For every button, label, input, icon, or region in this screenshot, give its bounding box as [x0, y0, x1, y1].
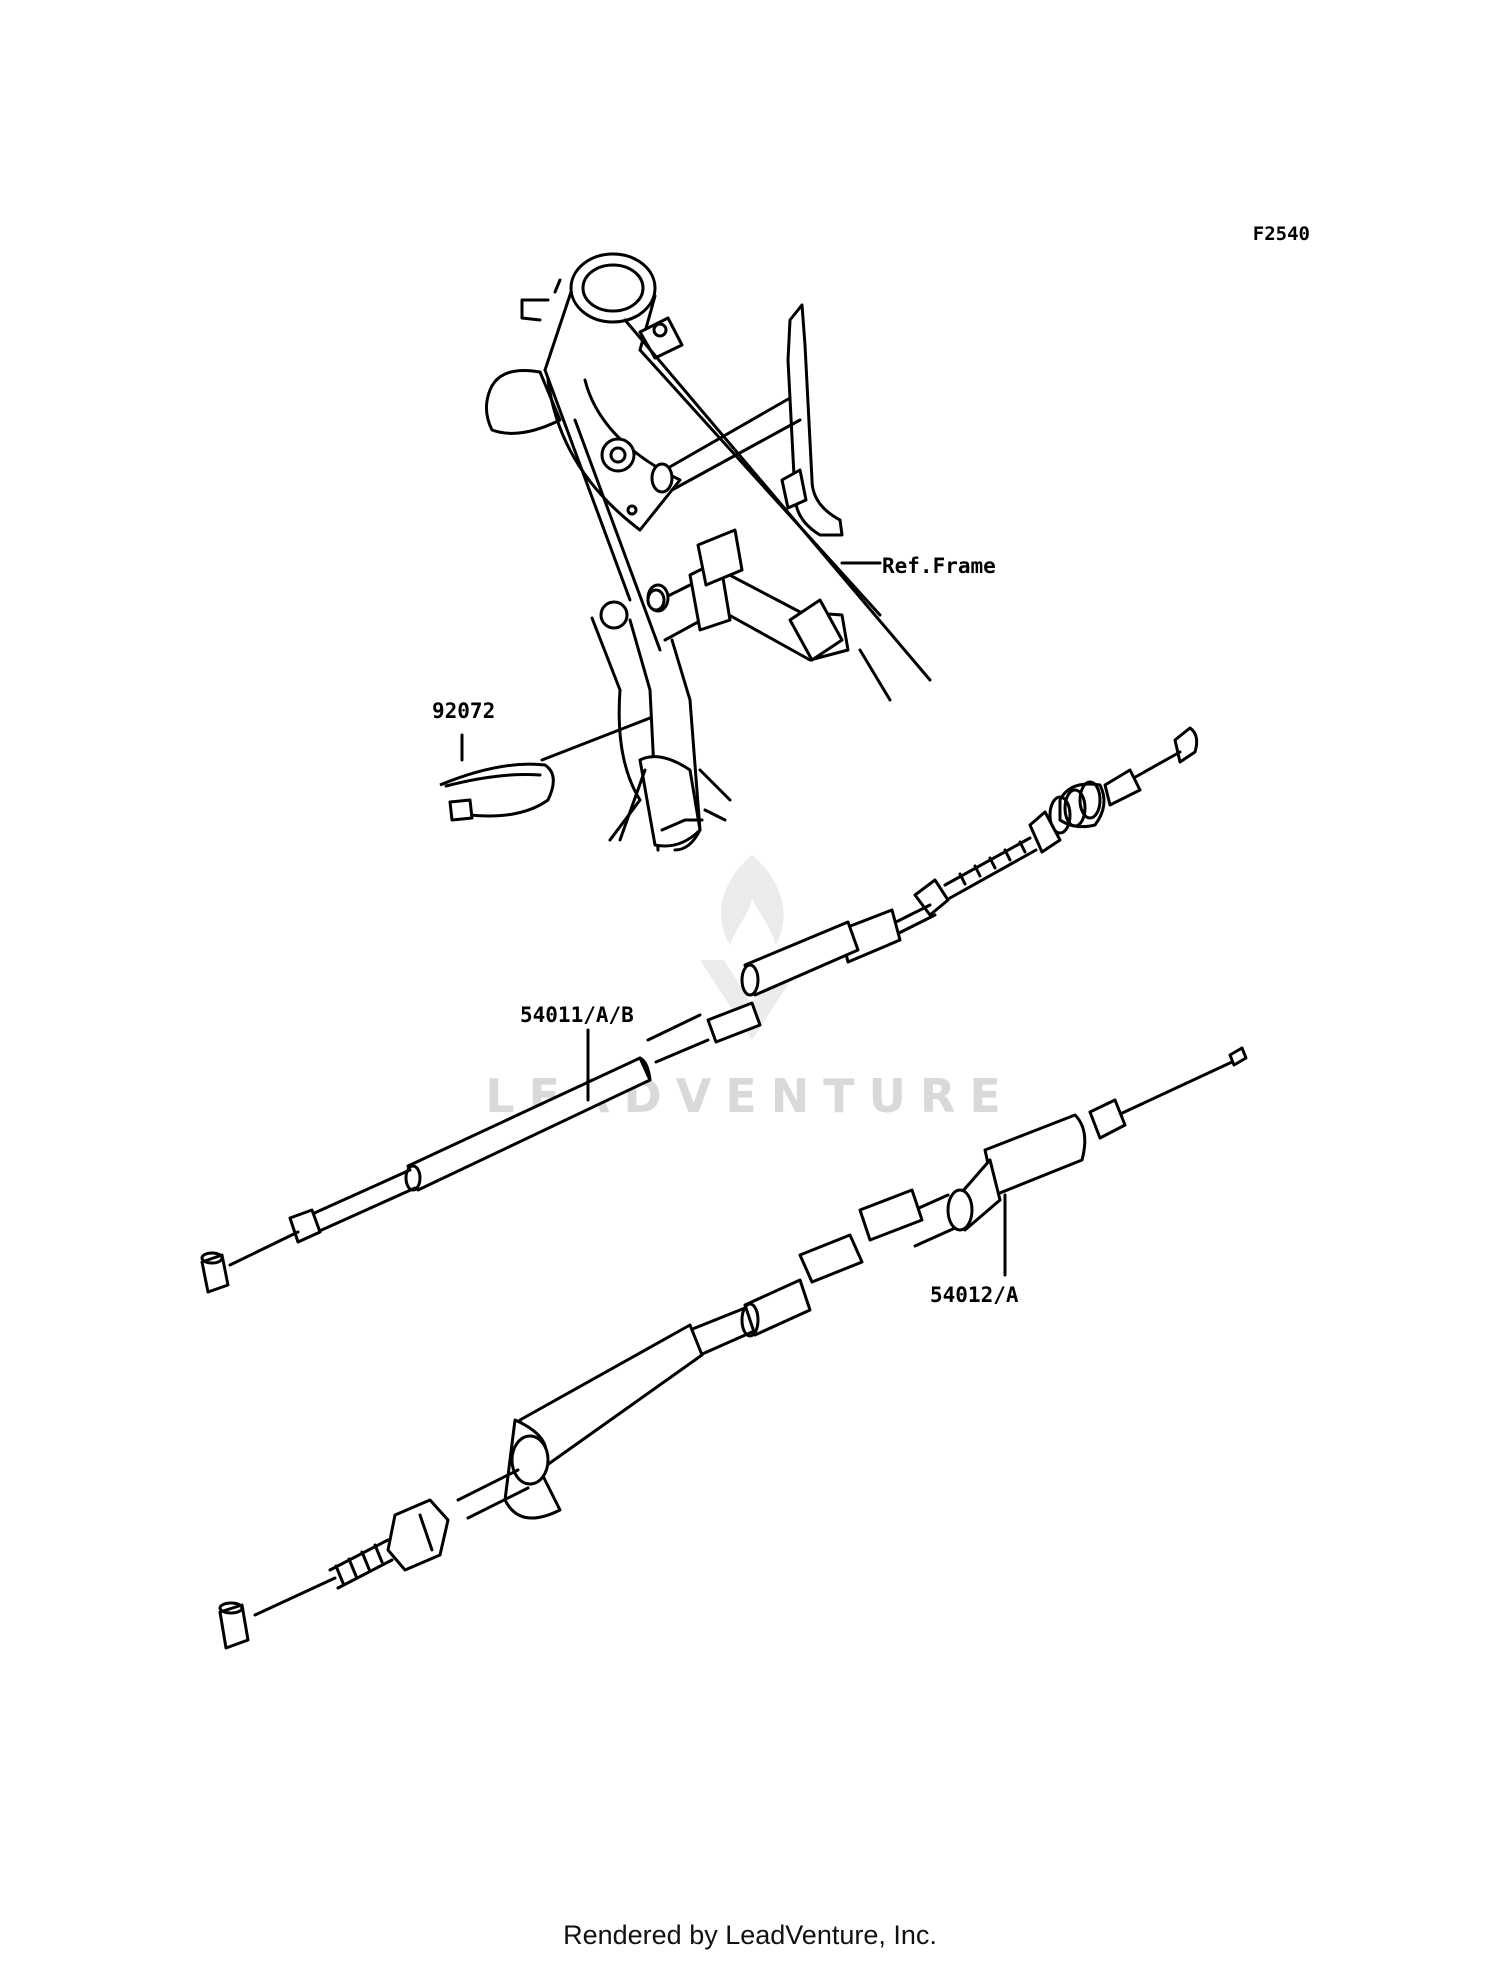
band-clamp [439, 716, 652, 822]
cable-lower [218, 1046, 1248, 1650]
head-tube-bottom [485, 369, 562, 435]
frame-drawing [485, 252, 932, 852]
frame-label: Ref.Frame [882, 554, 996, 578]
cable-lower-label: 54012/A [930, 1283, 1019, 1307]
band-label: 92072 [432, 699, 495, 723]
figure-code: F2540 [1253, 223, 1310, 245]
footer-credit: Rendered by LeadVenture, Inc. [563, 1920, 937, 1950]
cable-upper-label: 54011/A/B [520, 1003, 634, 1027]
